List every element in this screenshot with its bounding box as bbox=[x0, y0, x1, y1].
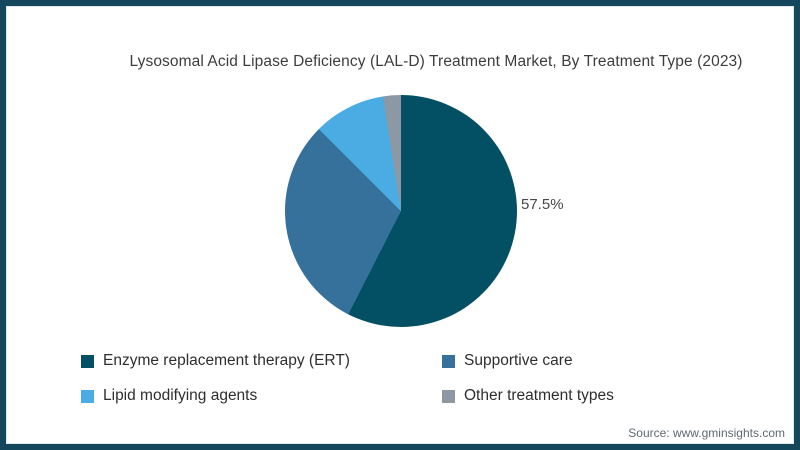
legend-swatch-supportive-care bbox=[442, 354, 455, 368]
legend-label-supportive-care: Supportive care bbox=[464, 352, 573, 369]
legend-item-lipid-modifying-agents: Lipid modifying agents bbox=[81, 384, 442, 408]
legend-item-supportive-care: Supportive care bbox=[442, 349, 614, 373]
chart-title: Lysosomal Acid Lipase Deficiency (LAL-D)… bbox=[129, 53, 743, 70]
legend-swatch-ert bbox=[81, 354, 94, 368]
legend: Enzyme replacement therapy (ERT) Support… bbox=[81, 349, 614, 408]
legend-swatch-lipid-modifying-agents bbox=[81, 389, 94, 403]
pie-chart bbox=[285, 95, 517, 327]
legend-item-other-treatment-types: Other treatment types bbox=[442, 384, 614, 408]
legend-label-lipid-modifying-agents: Lipid modifying agents bbox=[103, 387, 258, 404]
slice-value-label: 57.5% bbox=[521, 196, 564, 213]
legend-swatch-other-treatment-types bbox=[442, 389, 455, 403]
legend-label-other-treatment-types: Other treatment types bbox=[464, 387, 614, 404]
legend-item-ert: Enzyme replacement therapy (ERT) bbox=[81, 349, 442, 373]
legend-label-ert: Enzyme replacement therapy (ERT) bbox=[103, 352, 350, 369]
chart-content-area: Lysosomal Acid Lipase Deficiency (LAL-D)… bbox=[6, 6, 794, 444]
source-attribution: Source: www.gminsights.com bbox=[628, 426, 785, 440]
